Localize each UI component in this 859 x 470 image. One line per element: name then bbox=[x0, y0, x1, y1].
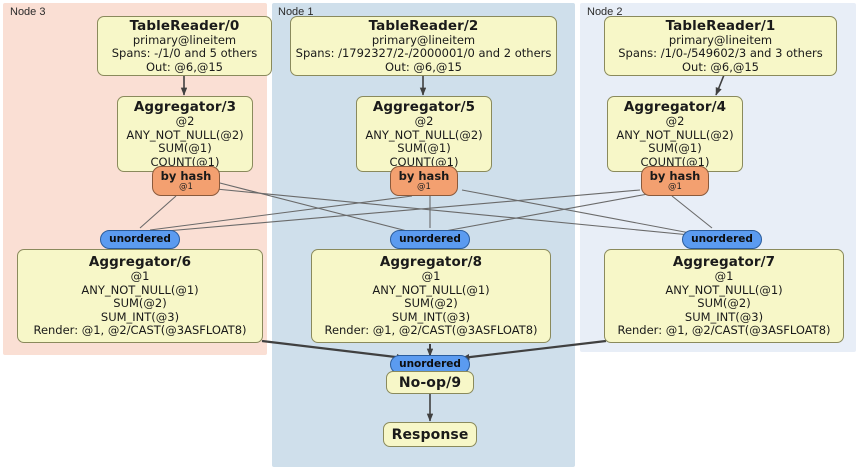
node-title: Aggregator/6 bbox=[88, 254, 192, 271]
node-tablereader-0[interactable]: TableReader/0 primary@lineitem Spans: -/… bbox=[97, 16, 272, 76]
node-title: Aggregator/7 bbox=[672, 254, 776, 271]
synchronizer-label: unordered bbox=[399, 233, 461, 245]
node-detail: @1 bbox=[421, 269, 441, 284]
synchronizer-label: unordered bbox=[109, 233, 171, 245]
node-tablereader-2[interactable]: TableReader/2 primary@lineitem Spans: /1… bbox=[290, 16, 557, 76]
node-title: Response bbox=[391, 426, 469, 443]
node-detail: primary@lineitem bbox=[371, 32, 476, 47]
router-column: @1 bbox=[179, 182, 193, 192]
node-aggregator-5[interactable]: Aggregator/5 @2 ANY_NOT_NULL(@2) SUM(@1)… bbox=[356, 96, 492, 172]
node-detail: SUM(@2) bbox=[404, 296, 458, 311]
synchronizer-unordered-mid[interactable]: unordered bbox=[390, 230, 470, 249]
synchronizer-unordered-left[interactable]: unordered bbox=[100, 230, 180, 249]
node-tablereader-1[interactable]: TableReader/1 primary@lineitem Spans: /1… bbox=[604, 16, 837, 76]
node-detail: ANY_NOT_NULL(@2) bbox=[616, 127, 734, 142]
node-title: TableReader/1 bbox=[665, 17, 776, 34]
node-detail: @2 bbox=[414, 114, 434, 128]
node-detail: Out: @6,@15 bbox=[682, 59, 759, 74]
node-detail: COUNT(@1) bbox=[150, 154, 220, 169]
node-detail: COUNT(@1) bbox=[389, 154, 459, 169]
node-detail: Render: @1, @2/CAST(@3ASFLOAT8) bbox=[617, 323, 831, 338]
node-aggregator-3[interactable]: Aggregator/3 @2 ANY_NOT_NULL(@2) SUM(@1)… bbox=[117, 96, 253, 172]
node-detail: ANY_NOT_NULL(@1) bbox=[665, 282, 783, 297]
node-detail: Spans: /1/0-/549602/3 and 3 others bbox=[618, 46, 823, 61]
router-label: by hash bbox=[398, 169, 450, 183]
node-detail: SUM_INT(@3) bbox=[100, 309, 180, 324]
node-title: Aggregator/8 bbox=[379, 254, 483, 271]
node-detail: ANY_NOT_NULL(@2) bbox=[126, 127, 244, 142]
node-aggregator-8[interactable]: Aggregator/8 @1 ANY_NOT_NULL(@1) SUM(@2)… bbox=[311, 249, 551, 343]
node-detail: @1 bbox=[130, 269, 150, 284]
node-detail: primary@lineitem bbox=[132, 32, 237, 47]
synchronizer-label: unordered bbox=[399, 358, 461, 370]
node-title: TableReader/0 bbox=[129, 17, 240, 34]
router-label: by hash bbox=[649, 169, 701, 183]
node-title: Aggregator/4 bbox=[623, 99, 727, 115]
node-3-panel-label: Node 3 bbox=[10, 6, 46, 18]
node-detail: primary@lineitem bbox=[668, 32, 773, 47]
synchronizer-label: unordered bbox=[691, 233, 753, 245]
router-column: @1 bbox=[668, 182, 682, 192]
node-detail: ANY_NOT_NULL(@1) bbox=[372, 282, 490, 297]
node-title: TableReader/2 bbox=[368, 17, 479, 34]
node-title: No-op/9 bbox=[398, 374, 462, 391]
node-detail: ANY_NOT_NULL(@2) bbox=[365, 127, 483, 142]
node-detail: COUNT(@1) bbox=[640, 154, 710, 169]
node-detail: Render: @1, @2/CAST(@3ASFLOAT8) bbox=[33, 323, 247, 338]
node-response[interactable]: Response bbox=[383, 422, 477, 447]
router-by-hash-right[interactable]: by hash @1 bbox=[641, 166, 709, 196]
router-column: @1 bbox=[417, 182, 431, 192]
node-title: Aggregator/3 bbox=[133, 99, 237, 115]
node-aggregator-6[interactable]: Aggregator/6 @1 ANY_NOT_NULL(@1) SUM(@2)… bbox=[17, 249, 263, 343]
node-detail: SUM(@1) bbox=[648, 141, 702, 155]
node-noop-9[interactable]: No-op/9 bbox=[386, 371, 474, 394]
router-by-hash-mid[interactable]: by hash @1 bbox=[390, 166, 458, 196]
node-detail: SUM(@1) bbox=[158, 141, 212, 155]
node-detail: Out: @6,@15 bbox=[385, 59, 462, 74]
node-2-panel-label: Node 2 bbox=[587, 6, 623, 18]
node-aggregator-7[interactable]: Aggregator/7 @1 ANY_NOT_NULL(@1) SUM(@2)… bbox=[604, 249, 844, 343]
node-detail: SUM(@2) bbox=[113, 296, 167, 311]
node-detail: @2 bbox=[175, 114, 195, 128]
node-detail: Spans: -/1/0 and 5 others bbox=[111, 46, 258, 61]
synchronizer-unordered-right[interactable]: unordered bbox=[682, 230, 762, 249]
node-detail: @1 bbox=[714, 269, 734, 284]
node-detail: @2 bbox=[665, 114, 685, 128]
node-detail: SUM(@2) bbox=[697, 296, 751, 311]
node-detail: Out: @6,@15 bbox=[146, 59, 223, 74]
node-aggregator-4[interactable]: Aggregator/4 @2 ANY_NOT_NULL(@2) SUM(@1)… bbox=[607, 96, 743, 172]
node-detail: SUM_INT(@3) bbox=[391, 309, 471, 324]
node-detail: SUM_INT(@3) bbox=[684, 309, 764, 324]
node-title: Aggregator/5 bbox=[372, 99, 476, 115]
node-detail: ANY_NOT_NULL(@1) bbox=[81, 282, 199, 297]
node-detail: Render: @1, @2/CAST(@3ASFLOAT8) bbox=[324, 323, 538, 338]
node-detail: SUM(@1) bbox=[397, 141, 451, 155]
router-label: by hash bbox=[160, 169, 212, 183]
router-by-hash-left[interactable]: by hash @1 bbox=[152, 166, 220, 196]
node-1-panel-label: Node 1 bbox=[278, 6, 314, 18]
node-detail: Spans: /1792327/2-/2000001/0 and 2 other… bbox=[295, 46, 552, 61]
